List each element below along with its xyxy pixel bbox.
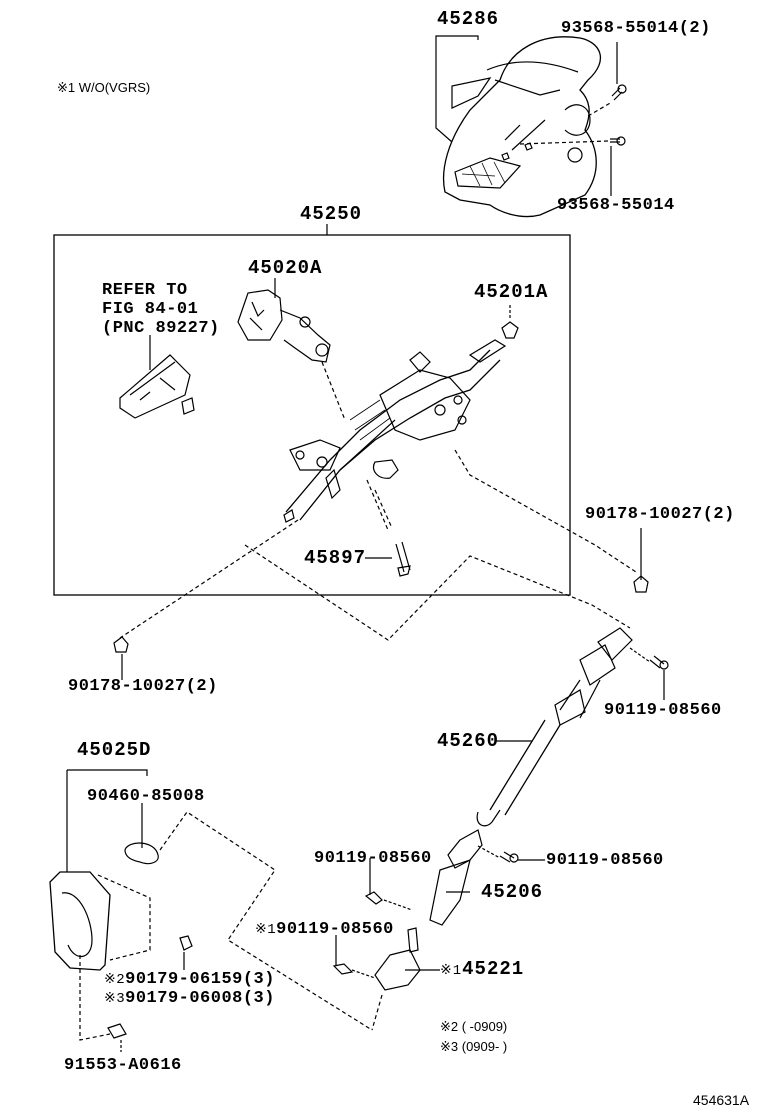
part-label-90178-10027-right[interactable]: 90178-10027(2): [585, 505, 735, 524]
joint-45221: [332, 927, 440, 1031]
column-assembly-frame-45250: [53, 224, 571, 596]
figure-id: 454631A: [693, 1092, 750, 1108]
part-number: 90179-06008(3): [125, 989, 275, 1008]
part-label-90179-06008[interactable]: ※390179-06008(3): [104, 990, 275, 1008]
part-number: 45221: [462, 958, 525, 980]
part-label-90178-10027-left[interactable]: 90178-10027(2): [68, 677, 218, 696]
vgrs-mark: ※1: [440, 963, 463, 979]
part-number: 90119-08560: [276, 920, 394, 939]
part-label-45206[interactable]: 45206: [481, 881, 544, 903]
steering-lock-45020A: [237, 278, 346, 421]
part-label-45897[interactable]: 45897: [304, 547, 367, 569]
part-label-45201A[interactable]: 45201A: [474, 281, 549, 303]
part-label-45221[interactable]: ※145221: [440, 960, 524, 980]
part-label-90119-08560-top[interactable]: 90119-08560: [604, 701, 722, 720]
part-label-45025D[interactable]: 45025D: [77, 739, 152, 761]
refer-module: [119, 335, 195, 419]
steering-column-main: [119, 305, 637, 641]
intermediate-shaft-45260: [476, 627, 669, 827]
refer-text-line3[interactable]: (PNC 89227): [102, 319, 220, 338]
refer-text-line1: REFER TO: [102, 281, 188, 300]
part-label-45250[interactable]: 45250: [300, 203, 363, 225]
vgrs-mark: ※1: [255, 922, 277, 938]
part-label-45020A[interactable]: 45020A: [248, 257, 323, 279]
date-mark-3: ※3: [104, 991, 126, 1007]
part-label-93568-55014[interactable]: 93568-55014: [557, 196, 675, 215]
legend-note-3: ※3 (0909- ): [440, 1039, 508, 1054]
legend-note-2: ※2 ( -0909): [440, 1019, 508, 1034]
nut-90178: [113, 528, 649, 680]
part-label-91553-A0616[interactable]: 91553-A0616: [64, 1056, 182, 1075]
part-label-90460-85008[interactable]: 90460-85008: [87, 787, 205, 806]
part-label-90119-08560-left[interactable]: 90119-08560: [314, 849, 432, 868]
part-label-90119-08560-vgrs[interactable]: ※190119-08560: [255, 921, 394, 939]
joint-45206: [364, 829, 545, 926]
part-label-90179-06159[interactable]: ※290179-06159(3): [104, 971, 275, 989]
part-label-45286[interactable]: 45286: [437, 8, 500, 30]
part-label-93568-55014-2[interactable]: 93568-55014(2): [561, 19, 711, 38]
part-label-90119-08560-right[interactable]: 90119-08560: [546, 851, 664, 870]
refer-text-line2: FIG 84-01: [102, 300, 199, 319]
column-cover-45286: [435, 35, 627, 218]
date-mark-2: ※2: [104, 972, 126, 988]
hole-cover-45025D: [49, 769, 373, 1052]
legend-note-1: ※1 W/O(VGRS): [57, 80, 151, 95]
part-number: 90179-06159(3): [125, 970, 275, 989]
part-label-45260[interactable]: 45260: [437, 730, 500, 752]
